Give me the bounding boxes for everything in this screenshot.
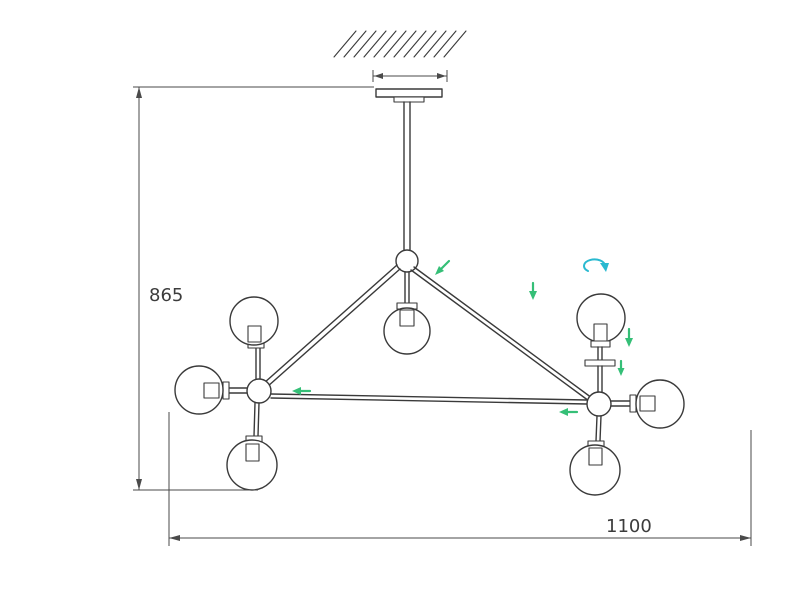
assembly-arrow-icon <box>625 327 633 347</box>
left-top-globe-assembly <box>229 296 279 380</box>
assembly-arrow-icon <box>292 387 312 395</box>
left-side-globe-assembly <box>174 365 248 415</box>
height-dimension: 865 <box>133 86 374 491</box>
dim-arrow-left-icon <box>169 535 180 541</box>
horizontal-arm <box>270 393 588 405</box>
left-bottom-globe-assembly <box>226 402 278 491</box>
connector-disc <box>584 359 616 367</box>
left-cluster <box>174 296 279 491</box>
glass-globe <box>174 365 224 415</box>
glass-globe <box>576 293 626 343</box>
dim-arrow-up-icon <box>136 87 142 98</box>
left-hub <box>246 378 272 404</box>
width-dimension-label: 1100 <box>606 516 652 537</box>
bulb-socket <box>588 447 603 466</box>
glass-globe <box>229 296 279 346</box>
central-globe-assembly <box>383 271 431 355</box>
canopy-width-dimension <box>372 70 448 82</box>
bulb-socket <box>203 382 220 399</box>
dim-arrow-left-icon <box>374 73 383 79</box>
right-cluster <box>569 293 685 496</box>
assembly-arrow-icon <box>529 281 537 300</box>
diagonal-arm-left <box>263 264 401 388</box>
dim-arrow-down-icon <box>136 479 142 490</box>
suspension-rod <box>403 101 411 252</box>
right-bottom-globe-assembly <box>569 415 621 496</box>
width-dimension: 1100 <box>168 412 752 546</box>
height-dimension-label: 865 <box>149 285 183 306</box>
assembly-arrow-icon <box>617 359 625 376</box>
bulb-socket <box>245 443 260 462</box>
central-hub <box>395 249 419 273</box>
right-top-globe-assembly <box>576 293 626 393</box>
ceiling-hatch <box>333 30 467 58</box>
glass-globe <box>569 444 621 496</box>
dim-arrow-right-icon <box>740 535 751 541</box>
glass-globe <box>226 439 278 491</box>
assembly-arrow-icon <box>435 259 451 275</box>
right-hub <box>586 391 612 417</box>
glass-globe <box>635 379 685 429</box>
dim-arrow-right-icon <box>437 73 446 79</box>
assembly-arrow-icon <box>559 408 579 416</box>
assembly-arrows <box>292 259 633 416</box>
bulb-socket <box>399 309 415 327</box>
rotation-arrow-icon <box>583 258 609 272</box>
bulb-socket <box>247 325 262 343</box>
ceiling-canopy <box>375 88 443 103</box>
glass-globe <box>383 307 431 355</box>
bulb-socket <box>639 395 656 412</box>
diagonal-arm-right <box>410 266 593 402</box>
right-side-globe-assembly <box>610 379 685 429</box>
